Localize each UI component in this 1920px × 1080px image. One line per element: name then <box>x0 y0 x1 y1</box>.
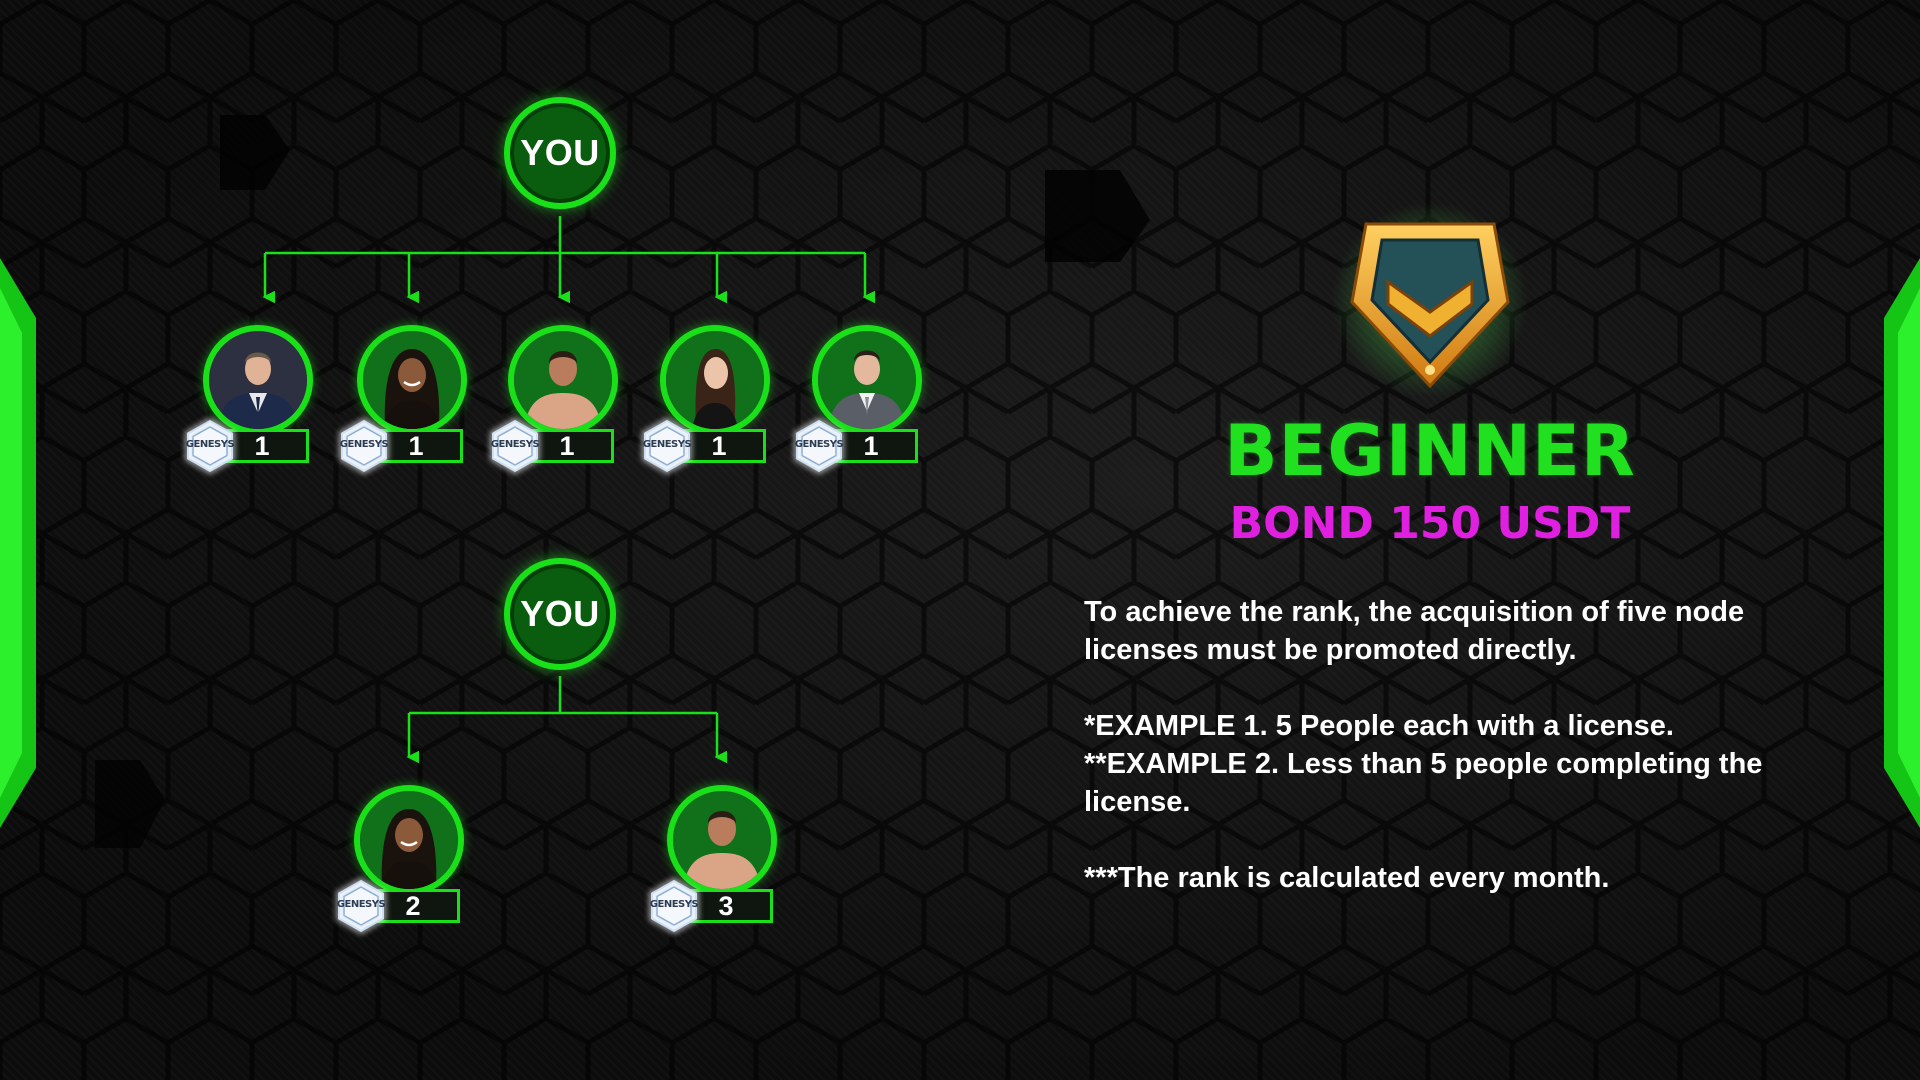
you-label: YOU <box>520 132 600 173</box>
you-node-bottom: YOU <box>504 558 616 670</box>
license-count: 1 <box>711 430 727 461</box>
genesys-token-label: GENESYS <box>794 439 844 450</box>
genesys-token-icon: GENESYS <box>334 877 388 935</box>
referral-tree-connectors <box>262 216 875 764</box>
license-count: 1 <box>559 430 575 461</box>
genesys-token-label: GENESYS <box>490 439 540 450</box>
man-suit-photo <box>812 325 922 435</box>
member-bottom-2: 3 GENESYS <box>647 785 779 935</box>
genesys-token-label: GENESYS <box>336 899 386 910</box>
license-count: 2 <box>405 890 421 921</box>
genesys-token-icon: GENESYS <box>792 417 846 475</box>
requirement-text: To achieve the rank, the acquisition of … <box>1084 596 1745 666</box>
member-top-4: 1 GENESYS <box>640 325 772 475</box>
rank-title: BEGINNER <box>1224 410 1636 492</box>
example-1-text: *EXAMPLE 1. 5 People each with a license… <box>1084 710 1674 742</box>
genesys-token-icon: GENESYS <box>488 417 542 475</box>
genesys-token-icon: GENESYS <box>640 417 694 475</box>
license-count: 1 <box>863 430 879 461</box>
member-bottom-1: 2 GENESYS <box>334 785 466 935</box>
young-man-photo <box>667 785 777 895</box>
left-green-accent-bar <box>0 258 36 828</box>
chevron-rank-badge-icon <box>1330 200 1530 400</box>
rank-bond-amount: BOND 150 USDT <box>1229 498 1631 549</box>
license-count: 1 <box>254 430 270 461</box>
you-label: YOU <box>520 593 600 634</box>
member-top-1: 1 GENESYS <box>183 325 315 475</box>
genesys-token-icon: GENESYS <box>647 877 701 935</box>
genesys-token-label: GENESYS <box>649 899 699 910</box>
genesys-token-label: GENESYS <box>339 439 389 450</box>
businessman-photo <box>203 325 313 435</box>
member-top-5: 1 GENESYS <box>792 325 924 475</box>
genesys-token-icon: GENESYS <box>183 417 237 475</box>
genesys-token-label: GENESYS <box>642 439 692 450</box>
genesys-token-icon: GENESYS <box>337 417 391 475</box>
member-top-3: 1 GENESYS <box>488 325 620 475</box>
right-green-accent-bar <box>1884 258 1920 828</box>
example-2-text: **EXAMPLE 2. Less than 5 people completi… <box>1084 748 1763 818</box>
woman-braids-photo <box>354 785 464 895</box>
license-count: 3 <box>718 890 734 921</box>
member-top-2: 1 GENESYS <box>337 325 469 475</box>
license-count: 1 <box>408 430 424 461</box>
woman-braids-photo <box>357 325 467 435</box>
monthly-calculation-note: ***The rank is calculated every month. <box>1084 862 1610 894</box>
genesys-token-label: GENESYS <box>185 439 235 450</box>
you-node-top: YOU <box>504 97 616 209</box>
